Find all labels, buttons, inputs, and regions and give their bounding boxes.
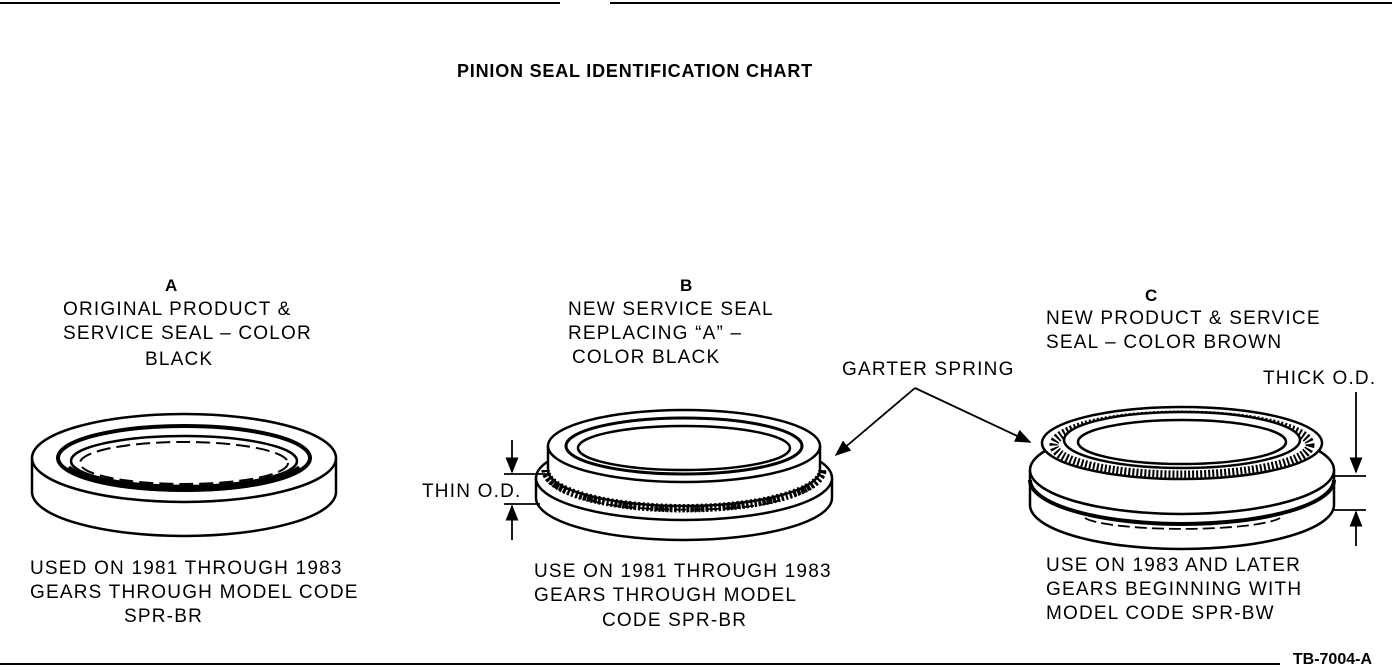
seal-c-icon	[1028, 405, 1336, 551]
seal-b-usage-line2: GEARS THROUGH MODEL	[534, 585, 798, 606]
seal-c-usage-line1: USE ON 1983 AND LATER	[1046, 555, 1302, 576]
seal-b-usage-line3: CODE SPR-BR	[602, 610, 748, 631]
seal-c-desc-line2: SEAL – COLOR BROWN	[1046, 332, 1283, 353]
seal-c-usage-line2: GEARS BEGINNING WITH	[1046, 579, 1303, 600]
seal-b-desc-line2: REPLACING “A” –	[568, 323, 743, 344]
seal-a-desc-line3: BLACK	[145, 349, 214, 370]
seal-a-desc-line2: SERVICE SEAL – COLOR	[63, 323, 312, 344]
figure-reference: TB-7004-A	[1292, 651, 1372, 668]
seal-b-icon	[534, 408, 834, 542]
seal-c-letter: C	[1145, 286, 1158, 305]
chart-title: PINION SEAL IDENTIFICATION CHART	[457, 61, 813, 81]
thick-od-label: THICK O.D.	[1263, 368, 1377, 389]
seal-b-desc-line1: NEW SERVICE SEAL	[568, 299, 774, 320]
seal-a-usage-line2: GEARS THROUGH MODEL CODE	[30, 582, 359, 603]
garter-spring-arrows	[834, 387, 1032, 457]
seal-a-usage-line1: USED ON 1981 THROUGH 1983	[30, 558, 343, 579]
garter-spring-label: GARTER SPRING	[842, 359, 1015, 380]
seal-a-usage-line3: SPR-BR	[124, 606, 203, 627]
thick-od-dimension-arrows	[1334, 392, 1366, 546]
thin-od-label: THIN O.D.	[422, 481, 522, 502]
seal-a-icon	[30, 412, 338, 538]
seal-b-usage-line1: USE ON 1981 THROUGH 1983	[534, 561, 832, 582]
seal-b-letter: B	[680, 276, 693, 295]
seal-a-letter: A	[165, 276, 178, 295]
seal-c-usage-line3: MODEL CODE SPR-BW	[1046, 603, 1275, 624]
seal-b-desc-line3: COLOR BLACK	[572, 347, 721, 368]
seal-a-desc-line1: ORIGINAL PRODUCT &	[63, 299, 292, 320]
thin-od-dimension-arrows	[504, 440, 548, 540]
seal-c-desc-line1: NEW PRODUCT & SERVICE	[1046, 308, 1321, 329]
